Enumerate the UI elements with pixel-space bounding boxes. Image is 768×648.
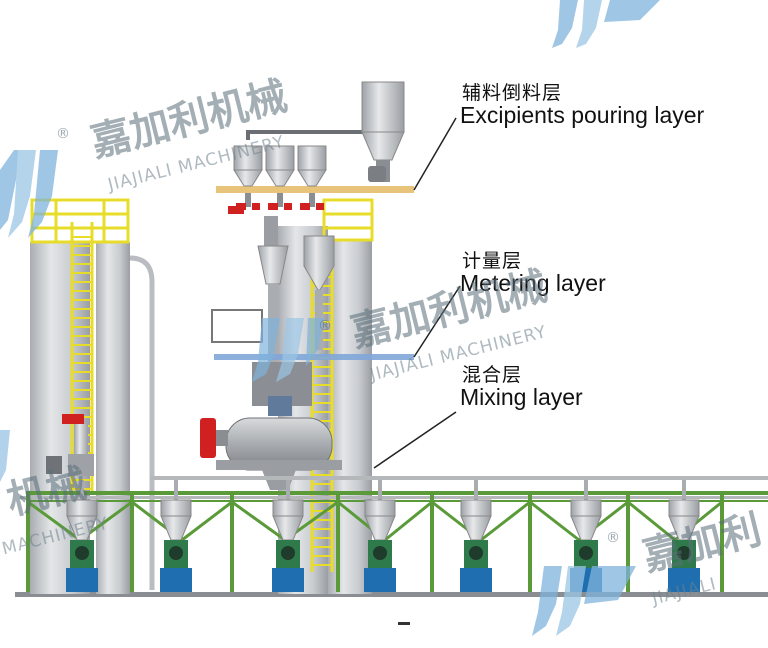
left-valve-unit (46, 414, 94, 476)
watermark-logo-icon (0, 430, 10, 482)
registered-mark: ® (56, 126, 70, 142)
feed-hopper (361, 81, 405, 133)
packing-units (66, 480, 700, 592)
left-silos (30, 198, 155, 594)
packing-unit (272, 480, 304, 592)
valve (228, 206, 244, 214)
mixing-label-cn: 混合层 (462, 364, 523, 386)
conveyor-pipe (150, 476, 768, 480)
conveyor-pipe-lower (20, 496, 768, 499)
registered-mark: ® (318, 318, 332, 334)
watermark-logo-icon (252, 318, 324, 382)
feed-pipe (246, 130, 380, 140)
metering-label-cn: 计量层 (462, 250, 523, 272)
watermark-logo-icon (532, 566, 636, 636)
metering-label-en: Metering layer (460, 270, 606, 296)
silo (96, 242, 130, 594)
registered-mark: ® (606, 530, 620, 546)
watermark-logo-icon (552, 0, 660, 48)
packing-unit (460, 480, 492, 592)
side-pipe (129, 255, 155, 590)
packing-unit (668, 480, 700, 592)
excipients-label-en: Excipients pouring layer (460, 102, 705, 128)
floor-mark (398, 622, 410, 625)
floor-line (15, 592, 768, 597)
packing-unit (364, 480, 396, 592)
silo (328, 240, 372, 594)
watermark-logo-icon (0, 150, 58, 238)
metering-frame (211, 309, 263, 343)
excipients-platform (216, 81, 457, 214)
mixer-support (216, 460, 342, 470)
mixing-label-en: Mixing layer (460, 384, 583, 410)
excipients-label-cn: 辅料倒料层 (462, 82, 563, 104)
packing-unit (66, 480, 98, 592)
red-motor (200, 418, 216, 458)
small-hopper (265, 145, 295, 210)
metering-bar (214, 354, 414, 360)
packing-unit (570, 480, 602, 592)
fan (368, 166, 386, 182)
small-hopper (297, 145, 327, 210)
ladder (70, 222, 94, 492)
platform-deck (216, 186, 414, 193)
packing-unit (160, 480, 192, 592)
small-hopper (233, 145, 263, 210)
